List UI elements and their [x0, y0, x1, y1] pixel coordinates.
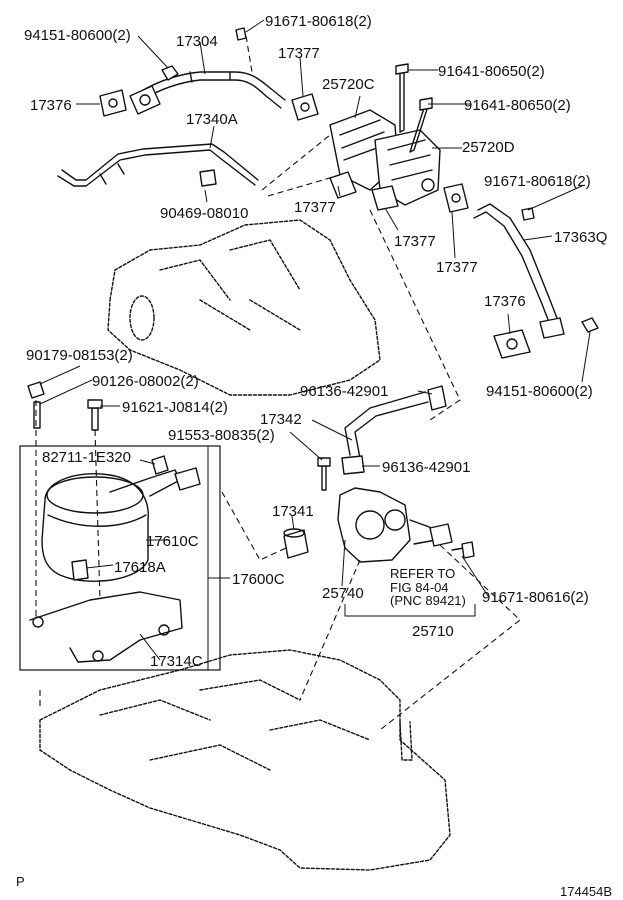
connector-82711 — [151, 455, 201, 491]
callout-17618A: 17618A — [114, 559, 166, 576]
callout-82711: 82711-1E320 — [42, 449, 131, 466]
air-pump-17610C — [41, 469, 181, 582]
callout-90126: 90126-08002(2) — [92, 373, 199, 390]
pipe-flange-left — [129, 85, 161, 115]
callout-17376-right: 17376 — [484, 293, 526, 310]
bracket-17314C — [29, 591, 183, 663]
callout-17363Q: 17363Q — [554, 229, 607, 246]
figure-id: 174454B — [560, 884, 612, 899]
valve-25740 — [337, 487, 437, 563]
callout-25740: 25740 — [322, 585, 364, 602]
callout-90469: 90469-08010 — [160, 205, 248, 222]
callout-91671-bottom: 91671-80616(2) — [482, 589, 589, 606]
nut-94151-top — [161, 65, 179, 81]
pipe-17363Q — [473, 203, 565, 339]
callout-25710: 25710 — [412, 623, 454, 640]
engine-block-outline — [39, 649, 451, 871]
callout-94151-top: 94151-80600(2) — [24, 27, 131, 44]
callout-17340A: 17340A — [186, 111, 238, 128]
refer-line-2: FIG 84-04 — [390, 580, 449, 595]
gasket-17376-left — [99, 89, 127, 117]
reference-lines — [35, 35, 521, 731]
callout-25720D: 25720D — [462, 139, 515, 156]
callout-17376-left: 17376 — [30, 97, 72, 114]
callout-91671-right: 91671-80618(2) — [484, 173, 591, 190]
bolt-91641-b — [409, 97, 433, 153]
gasket-17377-top — [291, 93, 319, 121]
page-code: P — [16, 874, 25, 889]
callout-17610C: 17610C — [146, 533, 199, 550]
callout-17342: 17342 — [260, 411, 302, 428]
hose-17340A — [57, 143, 259, 187]
callout-91553: 91553-80835(2) — [168, 427, 275, 444]
callout-90179: 90179-08153(2) — [26, 347, 133, 364]
connector-17618A — [71, 559, 89, 581]
callout-91671-top: 91671-80618(2) — [265, 13, 372, 30]
bolt-91671-bottom — [451, 541, 475, 559]
callout-17377-b: 17377 — [294, 199, 336, 216]
callout-17304: 17304 — [176, 33, 218, 50]
gasket-25710 — [429, 523, 453, 547]
callout-91621: 91621-J0814(2) — [122, 399, 228, 416]
hose-17341 — [283, 528, 309, 559]
clamp-96136-b — [341, 455, 365, 475]
bolt-91553 — [317, 457, 331, 491]
clip-90469 — [199, 169, 217, 187]
nut-94151-right — [581, 317, 599, 333]
intake-manifold-outline — [107, 219, 381, 396]
gasket-17377-b — [329, 171, 357, 199]
callout-25720C: 25720C — [322, 76, 375, 93]
callout-17377-c: 17377 — [394, 233, 436, 250]
gasket-17377-d — [443, 183, 469, 213]
callout-96136-a: 96136-42901 — [300, 383, 388, 400]
stud-90126 — [33, 401, 41, 429]
bolt-91671-top — [235, 27, 247, 41]
callout-17341: 17341 — [272, 503, 314, 520]
hose-17342 — [344, 391, 429, 459]
gasket-17377-c — [371, 185, 399, 211]
callout-96136-b: 96136-42901 — [382, 459, 470, 476]
leader-lines — [39, 19, 591, 670]
clamp-96136-a — [427, 385, 447, 411]
callout-17377-d: 17377 — [436, 259, 478, 276]
air-pipe-17304 — [139, 71, 286, 109]
refer-line-3: (PNC 89421) — [390, 593, 466, 608]
callout-17314C: 17314C — [150, 653, 203, 670]
bolt-91641-a — [395, 63, 409, 133]
bolt-91671-right — [521, 207, 535, 221]
nut-90179 — [27, 381, 45, 399]
callout-17600C: 17600C — [232, 571, 285, 588]
callout-91641-b: 91641-80650(2) — [464, 97, 571, 114]
bolt-91621 — [87, 399, 103, 431]
pump-assembly-box — [19, 445, 221, 671]
callout-94151-right: 94151-80600(2) — [486, 383, 593, 400]
callout-17377-a: 17377 — [278, 45, 320, 62]
refer-line-1: REFER TO — [390, 566, 455, 581]
callout-91641-a: 91641-80650(2) — [438, 63, 545, 80]
gasket-17376-right — [493, 329, 531, 359]
